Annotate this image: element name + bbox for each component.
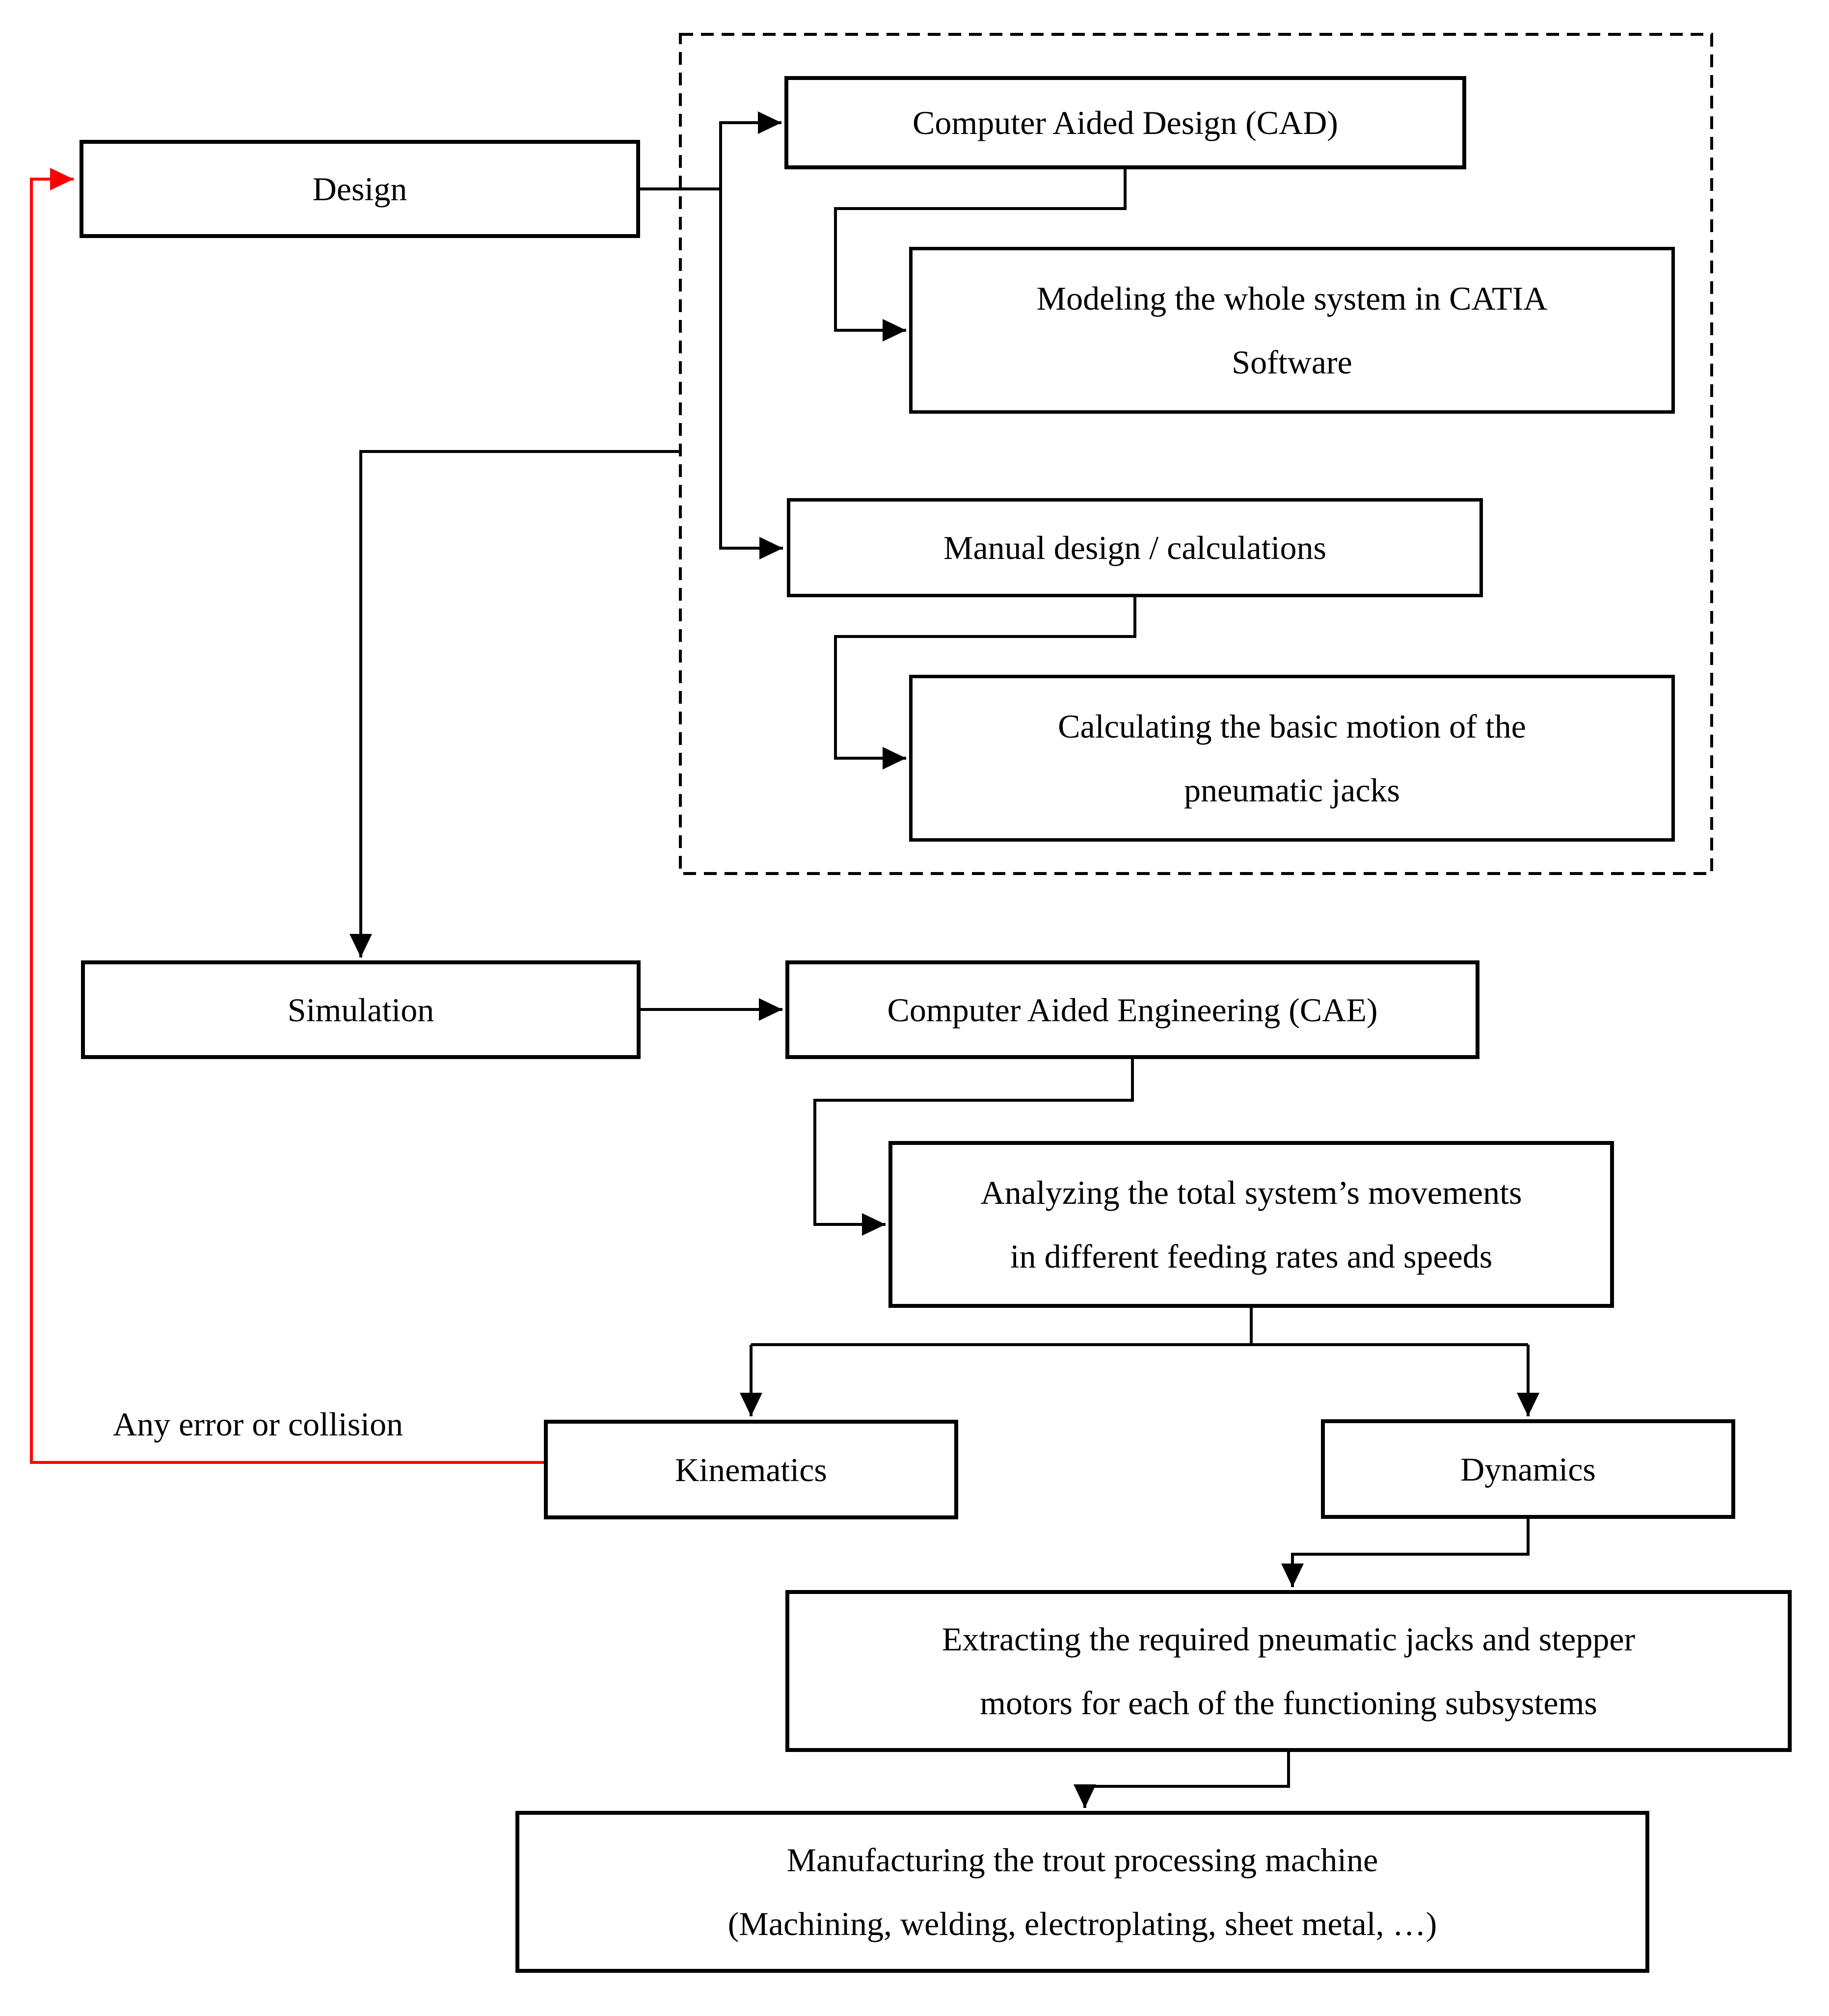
box-calculating-motion: Calculating the basic motion of the pneu… <box>909 675 1675 842</box>
arrow-extracting-to-manufacturing <box>1074 1752 1290 1808</box>
arrow-dynamics-to-extracting <box>1281 1519 1530 1587</box>
box-kinematics: Kinematics <box>544 1420 958 1519</box>
box-analyzing-line1: Analyzing the total system’s movements <box>980 1174 1522 1211</box>
box-cae-label: Computer Aided Engineering (CAE) <box>887 991 1378 1029</box>
design-phase-dashed-frame <box>679 33 1713 875</box>
box-dynamics-label: Dynamics <box>1460 1450 1596 1488</box>
box-simulation-label: Simulation <box>287 991 434 1029</box>
box-analyzing-movements: Analyzing the total system’s movements i… <box>888 1141 1614 1308</box>
box-modeling-line1: Modeling the whole system in CATIA <box>1036 280 1548 317</box>
feedback-loop-kinematics-to-design <box>30 168 544 1464</box>
box-calculating-line1: Calculating the basic motion of the <box>1058 708 1526 745</box>
box-manufacturing-line1: Manufacturing the trout processing machi… <box>786 1841 1378 1879</box>
box-manufacturing-machine: Manufacturing the trout processing machi… <box>515 1811 1649 1973</box>
arrow-design-phase-to-simulation <box>350 450 680 957</box>
arrow-cad-to-modeling <box>834 169 1127 342</box>
box-simulation: Simulation <box>81 960 641 1059</box>
box-modeling-line2: Software <box>1232 344 1352 381</box>
box-manual-design: Manual design / calculations <box>787 498 1483 597</box>
box-modeling-catia: Modeling the whole system in CATIA Softw… <box>909 247 1675 414</box>
box-extracting-line1: Extracting the required pneumatic jacks … <box>941 1620 1636 1658</box>
box-kinematics-label: Kinematics <box>675 1451 827 1488</box>
arrow-cae-to-analyzing <box>813 1059 1134 1236</box>
feedback-label: Any error or collision <box>113 1406 403 1443</box>
box-cad-label: Computer Aided Design (CAD) <box>913 104 1338 141</box>
box-cae: Computer Aided Engineering (CAE) <box>785 960 1479 1059</box>
box-design: Design <box>80 140 640 238</box>
box-design-label: Design <box>312 170 407 208</box>
connector-analyzing-split <box>751 1308 1528 1346</box>
box-cad: Computer Aided Design (CAD) <box>784 76 1466 169</box>
arrow-design-to-manual <box>719 189 783 559</box>
box-calculating-line2: pneumatic jacks <box>1184 771 1400 809</box>
arrow-manual-to-calculating <box>834 597 1136 769</box>
box-extracting-line2: motors for each of the functioning subsy… <box>980 1684 1597 1722</box>
box-analyzing-line2: in different feeding rates and speeds <box>1010 1238 1493 1275</box>
box-manufacturing-line2: (Machining, welding, electroplating, she… <box>727 1905 1437 1942</box>
arrow-design-to-cad <box>719 111 781 189</box>
box-manual-design-label: Manual design / calculations <box>943 529 1326 566</box>
box-extracting-jacks-motors: Extracting the required pneumatic jacks … <box>785 1590 1792 1752</box>
box-dynamics: Dynamics <box>1321 1419 1735 1519</box>
